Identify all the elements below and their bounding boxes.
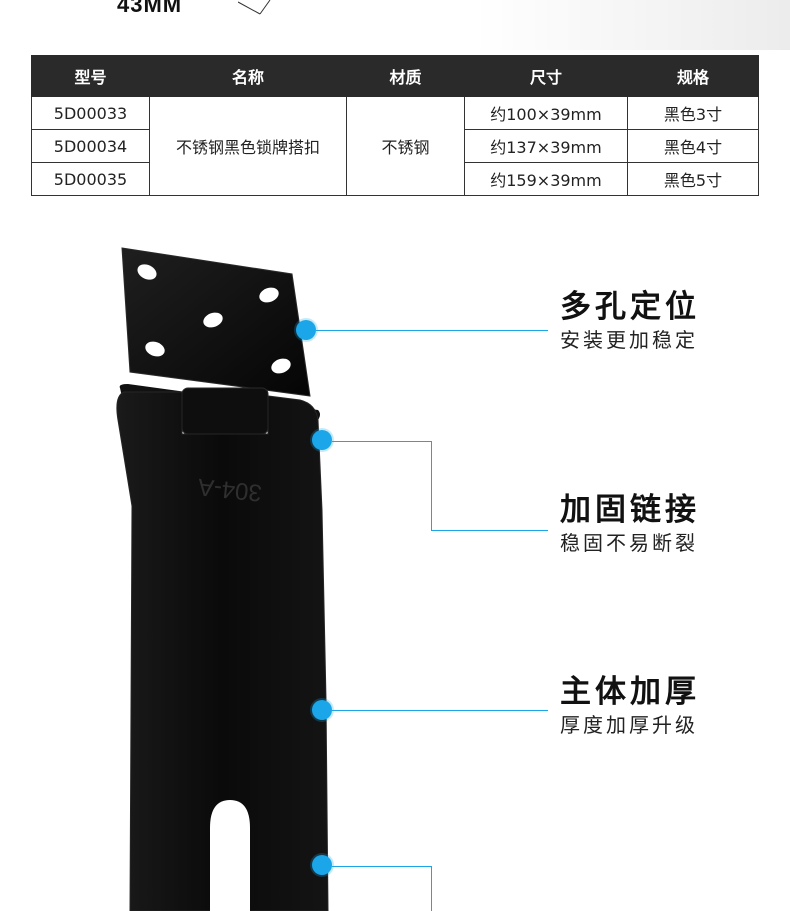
- header-spec: 规格: [627, 55, 759, 97]
- table-row: 5D00034 约137×39mm 黑色4寸: [31, 129, 759, 163]
- header-model: 型号: [31, 55, 150, 97]
- callout-line: [332, 710, 548, 711]
- feature-subtitle: 安装更加稳定: [560, 328, 698, 352]
- table-row: 5D00033 不锈钢黑色锁牌搭扣 不锈钢 约100×39mm 黑色3寸: [31, 96, 759, 196]
- feature-title: 多孔定位: [560, 289, 700, 325]
- mount-hole: [271, 358, 291, 374]
- mount-hole: [259, 287, 279, 303]
- cell-name: 不锈钢黑色锁牌搭扣: [149, 96, 347, 196]
- cell-spec: 黑色4寸: [627, 129, 759, 163]
- header-material: 材质: [346, 55, 465, 97]
- hasp-slot: [210, 800, 250, 911]
- spec-table: 型号 名称 材质 尺寸 规格 5D00033 不锈钢黑色锁牌搭扣 不锈钢 约10…: [31, 55, 759, 196]
- callout-line: [316, 330, 548, 331]
- feature-thickened: 主体加厚 厚度加厚升级: [560, 674, 700, 738]
- stamp-text: 304-A: [197, 473, 264, 507]
- callout-dot: [296, 320, 316, 340]
- feature-subtitle: 厚度加厚升级: [560, 713, 698, 737]
- cell-material: 不锈钢: [346, 96, 465, 196]
- cell-spec: 黑色3寸: [627, 96, 759, 130]
- cell-spec: 黑色5寸: [627, 162, 759, 196]
- spec-table-header: 型号 名称 材质 尺寸 规格: [31, 55, 759, 97]
- dimension-line: [238, 0, 271, 15]
- callout-dot: [312, 430, 332, 450]
- feature-reinforced: 加固链接 稳固不易断裂: [560, 492, 700, 556]
- mount-hole: [137, 264, 157, 280]
- mount-hole: [145, 341, 165, 357]
- cell-size: 约159×39mm: [464, 162, 628, 196]
- feature-subtitle: 稳固不易断裂: [560, 531, 698, 555]
- cell-model: 5D00034: [31, 129, 150, 163]
- cell-size: 约137×39mm: [464, 129, 628, 163]
- cell-size: 约100×39mm: [464, 96, 628, 130]
- feature-title: 加固链接: [560, 492, 700, 528]
- callout-line: [332, 441, 432, 442]
- top-banner: 43MM: [0, 0, 790, 50]
- callout-dot: [312, 855, 332, 875]
- callout-dot: [312, 700, 332, 720]
- hinge-knuckle: [181, 387, 269, 435]
- callout-line: [431, 866, 432, 911]
- dimension-label: 43MM: [117, 0, 183, 17]
- hasp-strap: [116, 391, 329, 911]
- cell-model: 5D00035: [31, 162, 150, 196]
- feature-multi-hole: 多孔定位 安装更加稳定: [560, 289, 700, 353]
- table-row: 5D00035 约159×39mm 黑色5寸: [31, 162, 759, 196]
- callout-line: [431, 530, 548, 531]
- hasp-product-image: 304-A: [116, 247, 329, 911]
- mount-hole: [203, 312, 223, 328]
- callout-line: [332, 866, 432, 867]
- cell-model: 5D00033: [31, 96, 150, 130]
- callout-line: [431, 441, 432, 531]
- header-name: 名称: [149, 55, 347, 97]
- feature-title: 主体加厚: [560, 674, 700, 710]
- header-size: 尺寸: [464, 55, 628, 97]
